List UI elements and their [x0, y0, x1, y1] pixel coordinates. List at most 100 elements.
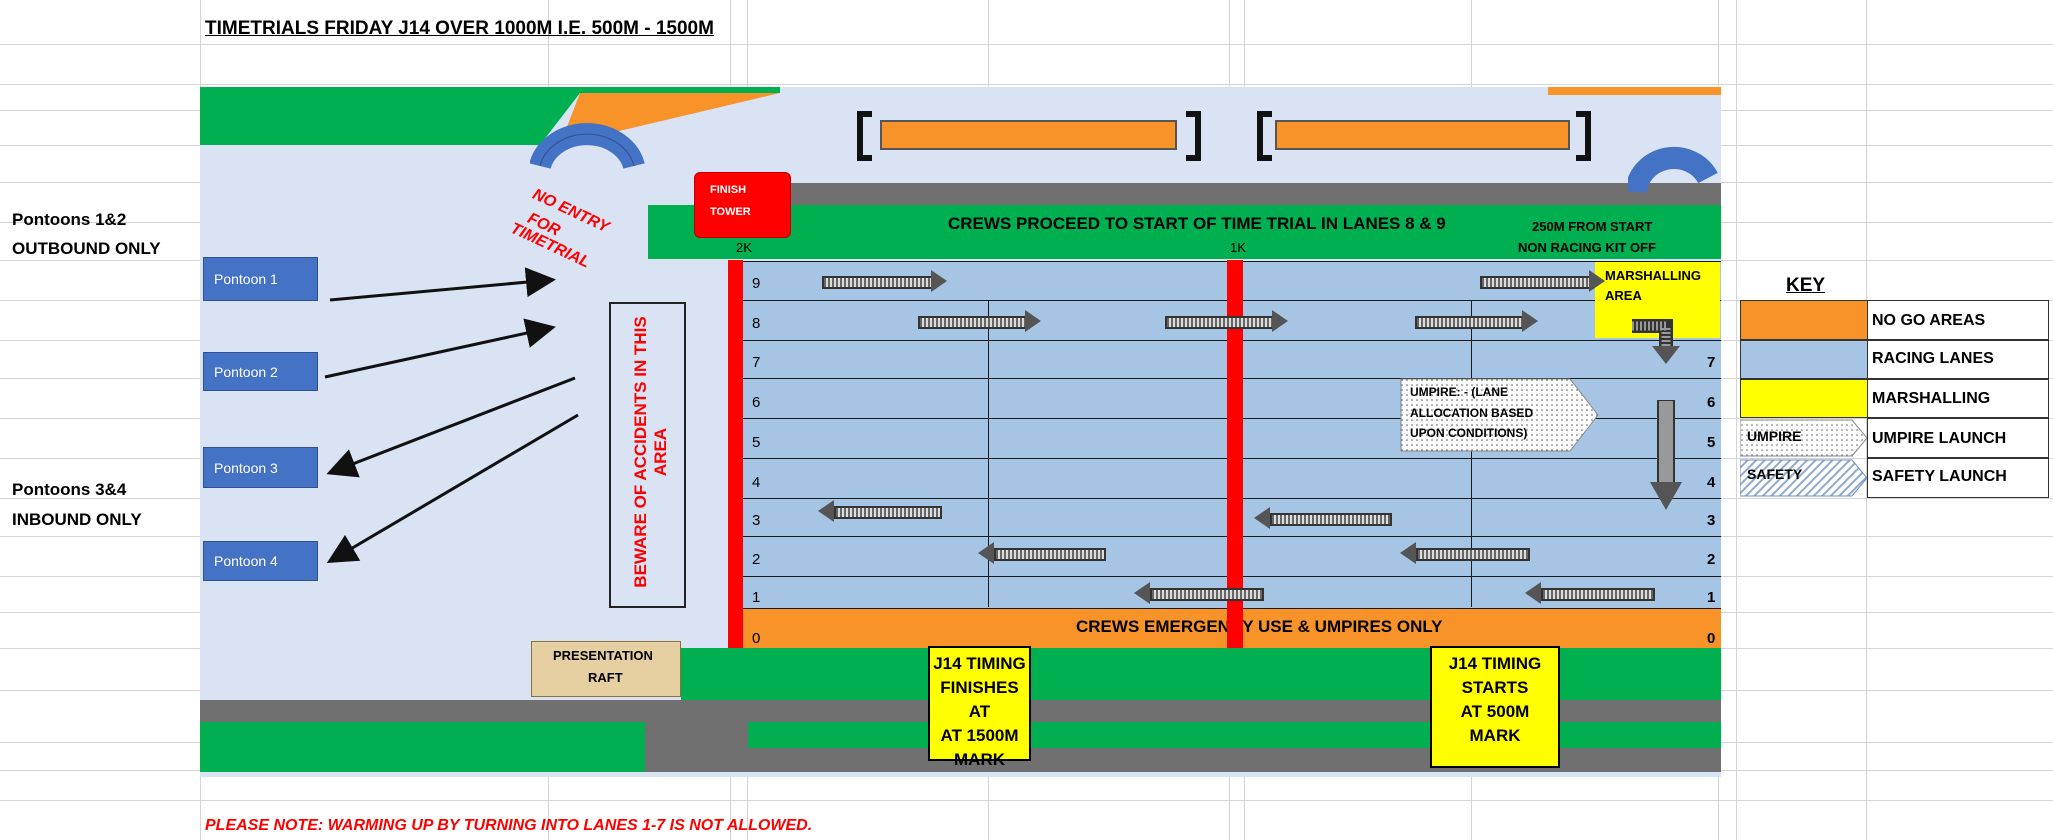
arrow-down-icon — [1650, 400, 1682, 510]
key-label-no-go: NO GO AREAS — [1872, 312, 1986, 329]
timing-start-line3: AT 500M — [1460, 702, 1530, 721]
arrow-right-icon — [1415, 316, 1527, 329]
no-go-bar-right — [1275, 120, 1570, 150]
beware-box — [609, 302, 686, 608]
u-turn-right-icon — [1628, 147, 1718, 194]
arrow-right-icon — [1165, 316, 1277, 329]
presentation-raft — [531, 641, 681, 697]
finish-tower-line2: TOWER — [710, 206, 751, 218]
raft-line1: PRESENTATION — [553, 648, 653, 663]
arrow-head-left-icon — [1134, 582, 1150, 604]
key-swatch-marshalling — [1740, 379, 1868, 418]
marshalling-line1: MARSHALLING — [1605, 268, 1702, 283]
key-umpire-cell-text: UMPIRE — [1747, 428, 1802, 444]
key-label-cell — [1867, 340, 2049, 379]
key-title: KEY — [1786, 275, 1826, 296]
u-turn-left-icon — [530, 123, 645, 170]
bracket-left-a — [857, 111, 872, 161]
start-note-line2: NON RACING KIT OFF — [1518, 240, 1656, 255]
arrow-left-icon — [1150, 588, 1264, 601]
timing-finish-line4: MARK — [954, 750, 1005, 769]
raft-line2: RAFT — [588, 670, 623, 685]
mark-1k: 1K — [1230, 240, 1246, 255]
arrow-head-right-icon — [1589, 270, 1605, 292]
arrow-left-icon — [994, 548, 1106, 561]
bottom-bank-green-lower-left — [200, 722, 645, 772]
arrow-head-left-icon — [1254, 507, 1270, 529]
warning-note: PLEASE NOTE: WARMING UP BY TURNING INTO … — [205, 817, 813, 834]
key-label-racing: RACING LANES — [1872, 350, 1994, 367]
umpire-note-line1: UMPIRE: - (LANE — [1410, 385, 1508, 399]
key-swatch-racing — [1740, 340, 1868, 379]
pontoon-traffic-arrows — [324, 267, 579, 564]
mark-2k: 2K — [736, 240, 752, 255]
bent-arrow-down-icon — [1632, 319, 1680, 364]
beware-text: BEWARE OF ACCIDENTS IN THIS AREA — [631, 316, 670, 588]
arrow-left-icon — [1270, 513, 1392, 526]
finish-line-2k — [728, 260, 743, 648]
bracket-right-a — [1257, 111, 1272, 161]
key-swatch-safety — [1740, 459, 1868, 497]
page-title: TIMETRIALS FRIDAY J14 OVER 1000M I.E. 50… — [205, 18, 714, 39]
umpire-note-shape — [1400, 378, 1599, 452]
arrow-head-left-icon — [818, 500, 834, 522]
marker-line-1k — [1227, 260, 1243, 648]
emergency-banner-text: CREWS EMERGENCY USE & UMPIRES ONLY — [1076, 617, 1443, 636]
finish-tower-line1: FINISH — [710, 184, 747, 196]
key-safety-cell-text: SAFETY — [1747, 466, 1803, 482]
no-go-strip-top-right — [1548, 87, 1721, 95]
timing-finish-line3: AT 1500M — [940, 726, 1019, 745]
start-note-line1: 250M FROM START — [1532, 219, 1653, 234]
arrow-head-left-icon — [1400, 542, 1416, 564]
arrow-right-icon — [1480, 276, 1594, 289]
bottom-access-grey — [645, 722, 748, 772]
key-label-umpire: UMPIRE LAUNCH — [1872, 430, 2007, 447]
key-label-safety: SAFETY LAUNCH — [1872, 468, 2007, 485]
timing-finish-line1: J14 TIMING — [933, 654, 1026, 673]
top-bank — [200, 87, 780, 145]
bottom-bank-green — [681, 648, 1721, 700]
bottom-bank-green-lower-right — [748, 722, 1721, 748]
finish-tower — [694, 172, 791, 238]
inbound-label-line1: Pontoons 3&4 — [12, 480, 127, 499]
timing-start-box: J14 TIMING STARTS AT 500M MARK — [1430, 646, 1560, 768]
arrow-head-right-icon — [1522, 310, 1538, 332]
bracket-right-b — [1576, 111, 1591, 161]
arrow-right-icon — [918, 316, 1030, 329]
bracket-left-b — [1186, 111, 1201, 161]
key-label-cell — [1867, 458, 2049, 498]
key-swatch-umpire — [1740, 419, 1868, 457]
arrow-right-icon — [822, 276, 936, 289]
key-label-cell — [1867, 379, 2049, 418]
proceed-banner-text: CREWS PROCEED TO START OF TIME TRIAL IN … — [948, 214, 1446, 233]
arrow-left-icon — [834, 506, 942, 519]
timing-finish-line2: FINISHES AT — [940, 678, 1019, 721]
pontoon-2: Pontoon 2 — [203, 352, 318, 391]
arrow-head-right-icon — [1272, 310, 1288, 332]
timing-start-line1: J14 TIMING — [1448, 654, 1542, 673]
outbound-label-line1: Pontoons 1&2 — [12, 210, 127, 229]
umpire-note-line2: ALLOCATION BASED — [1410, 406, 1534, 420]
timing-finish-box: J14 TIMING FINISHES AT AT 1500M MARK — [928, 646, 1031, 769]
pontoon-1: Pontoon 1 — [203, 257, 318, 301]
key-label-cell — [1867, 418, 2049, 458]
no-go-bar-left — [880, 120, 1177, 150]
arrow-left-icon — [1416, 548, 1530, 561]
marshalling-line2: AREA — [1605, 288, 1642, 303]
proceed-banner — [648, 205, 1721, 259]
timing-start-line4: MARK — [1469, 726, 1521, 745]
umpire-note-line3: UPON CONDITIONS) — [1410, 426, 1528, 440]
key-label-marshalling: MARSHALLING — [1872, 390, 1991, 407]
pontoon-4: Pontoon 4 — [203, 541, 318, 581]
arrow-head-left-icon — [978, 542, 994, 564]
arrow-head-right-icon — [1025, 310, 1041, 332]
key-label-cell — [1867, 300, 2049, 340]
inbound-label-line2: INBOUND ONLY — [12, 510, 142, 529]
key-swatch-no-go — [1740, 300, 1868, 340]
arrow-left-icon — [1541, 588, 1655, 601]
outbound-label-line2: OUTBOUND ONLY — [12, 239, 161, 258]
arrow-head-left-icon — [1525, 582, 1541, 604]
arrow-head-right-icon — [931, 270, 947, 292]
bottom-path-grey-lower — [748, 748, 1721, 772]
grey-path-top — [698, 183, 1721, 205]
